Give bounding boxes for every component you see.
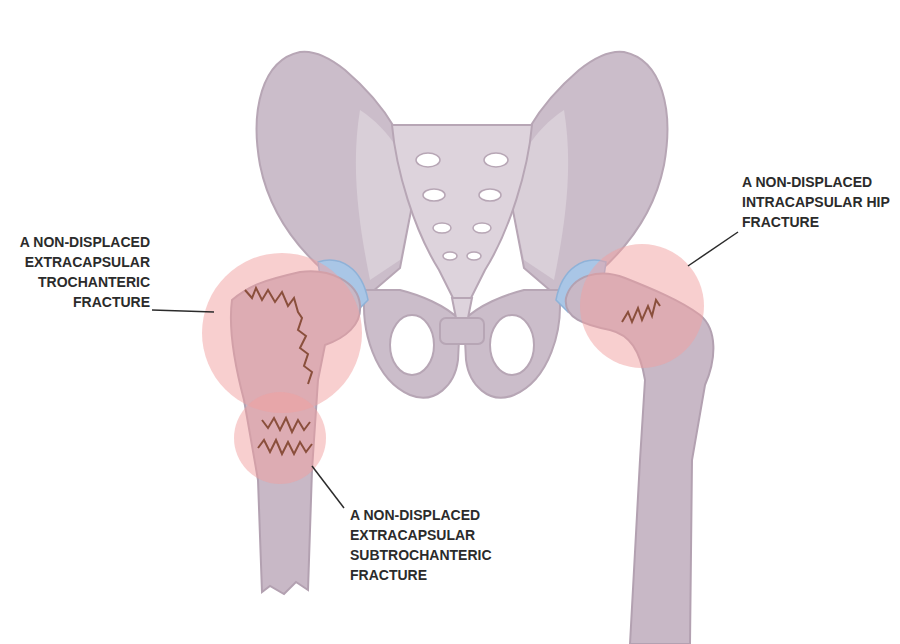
callout-label: A NON-DISPLACED EXTRACAPSULAR TROCHANTER… [10, 232, 150, 312]
leader-lines [152, 232, 738, 508]
callout-label: A NON-DISPLACED INTRACAPSULAR HIP FRACTU… [742, 172, 892, 232]
highlight-circles [202, 244, 704, 484]
fracture-lines [245, 288, 660, 454]
sacral-holes [416, 153, 508, 260]
callout-label: A NON-DISPLACED EXTRACAPSULAR SUBTROCHAN… [350, 505, 515, 585]
